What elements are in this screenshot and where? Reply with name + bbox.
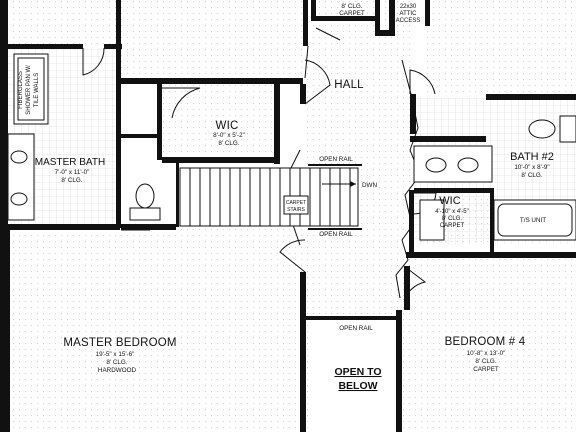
master-toilet	[129, 207, 161, 221]
master-vanity	[7, 133, 35, 221]
bedroom4-floor: CARPET	[473, 366, 499, 373]
bedroom4-clg: 8' CLG.	[475, 358, 496, 365]
wic-small-floor: CARPET	[440, 223, 465, 229]
open-to-below-line2: BELOW	[338, 380, 377, 392]
top-closet-floor: CARPET	[339, 10, 365, 17]
bath2-name: BATH #2	[510, 151, 554, 163]
wic-master-clg: 8' CLG.	[218, 140, 239, 147]
master-bedroom-clg: 8' CLG.	[106, 359, 127, 366]
stairs	[179, 164, 392, 319]
wic-master-name: WIC	[216, 120, 239, 132]
wic-small-dims: 4'-10" x 4'-5"	[435, 209, 469, 215]
wic-master-dims: 8'-0" x 5'-2"	[213, 132, 245, 139]
bath2-clg: 8' CLG.	[521, 172, 542, 179]
bedroom4-dims: 10'-8" x 13'-0"	[467, 350, 506, 357]
bath2-dims: 10'-0" x 8'-9"	[514, 164, 549, 171]
tub-label: T/S UNIT	[520, 217, 546, 224]
wic-small-name: WIC	[439, 195, 460, 207]
master-bath-dims: 7'-0" x 11'-0"	[55, 169, 90, 176]
stair-treads	[189, 168, 351, 226]
attic-line1: ATTIC	[400, 11, 418, 17]
master-bedroom-floor: HARDWOOD	[98, 367, 137, 374]
master-bath-name: MASTER BATH	[35, 157, 105, 168]
shower-line3: TILE WALLS	[34, 73, 40, 107]
shower-note: FIBERGLASS SHOWER PAN W/ TILE WALLS	[18, 65, 40, 115]
master-bedroom-dims: 19'-5" x 15'-6"	[96, 351, 135, 358]
tub-unit	[493, 199, 576, 241]
hall-label: HALL	[334, 79, 364, 91]
shower-line2: SHOWER PAN W/	[26, 65, 32, 115]
bath2-toilet	[559, 115, 576, 143]
stairs-direction: DWN	[362, 182, 377, 189]
rail-open-below-label: OPEN RAIL	[339, 325, 373, 332]
labels: 8' CLG. CARPET 22x30 ATTIC ACCESS HALL F…	[18, 3, 554, 392]
stairs-label2: STAIRS	[287, 207, 305, 213]
master-bath-clg: 8' CLG.	[61, 177, 82, 184]
master-bedroom-name: MASTER BEDROOM	[63, 337, 176, 349]
top-closet-clg: 8' CLG.	[341, 3, 362, 10]
bedroom4-name: BEDROOM # 4	[445, 336, 526, 348]
rail-top-label: OPEN RAIL	[319, 156, 353, 163]
attic-line2: ACCESS	[396, 18, 421, 24]
wic-small-clg: 8' CLG.	[442, 216, 462, 222]
fixtures	[7, 53, 576, 241]
stairs-label1: CARPET	[286, 200, 306, 206]
shower-pan	[13, 53, 49, 125]
open-to-below-line1: OPEN TO	[334, 366, 381, 378]
rail-bottom-label: OPEN RAIL	[319, 231, 353, 238]
shower-line1: FIBERGLASS	[18, 71, 24, 109]
attic-dims: 22x30	[400, 4, 417, 10]
